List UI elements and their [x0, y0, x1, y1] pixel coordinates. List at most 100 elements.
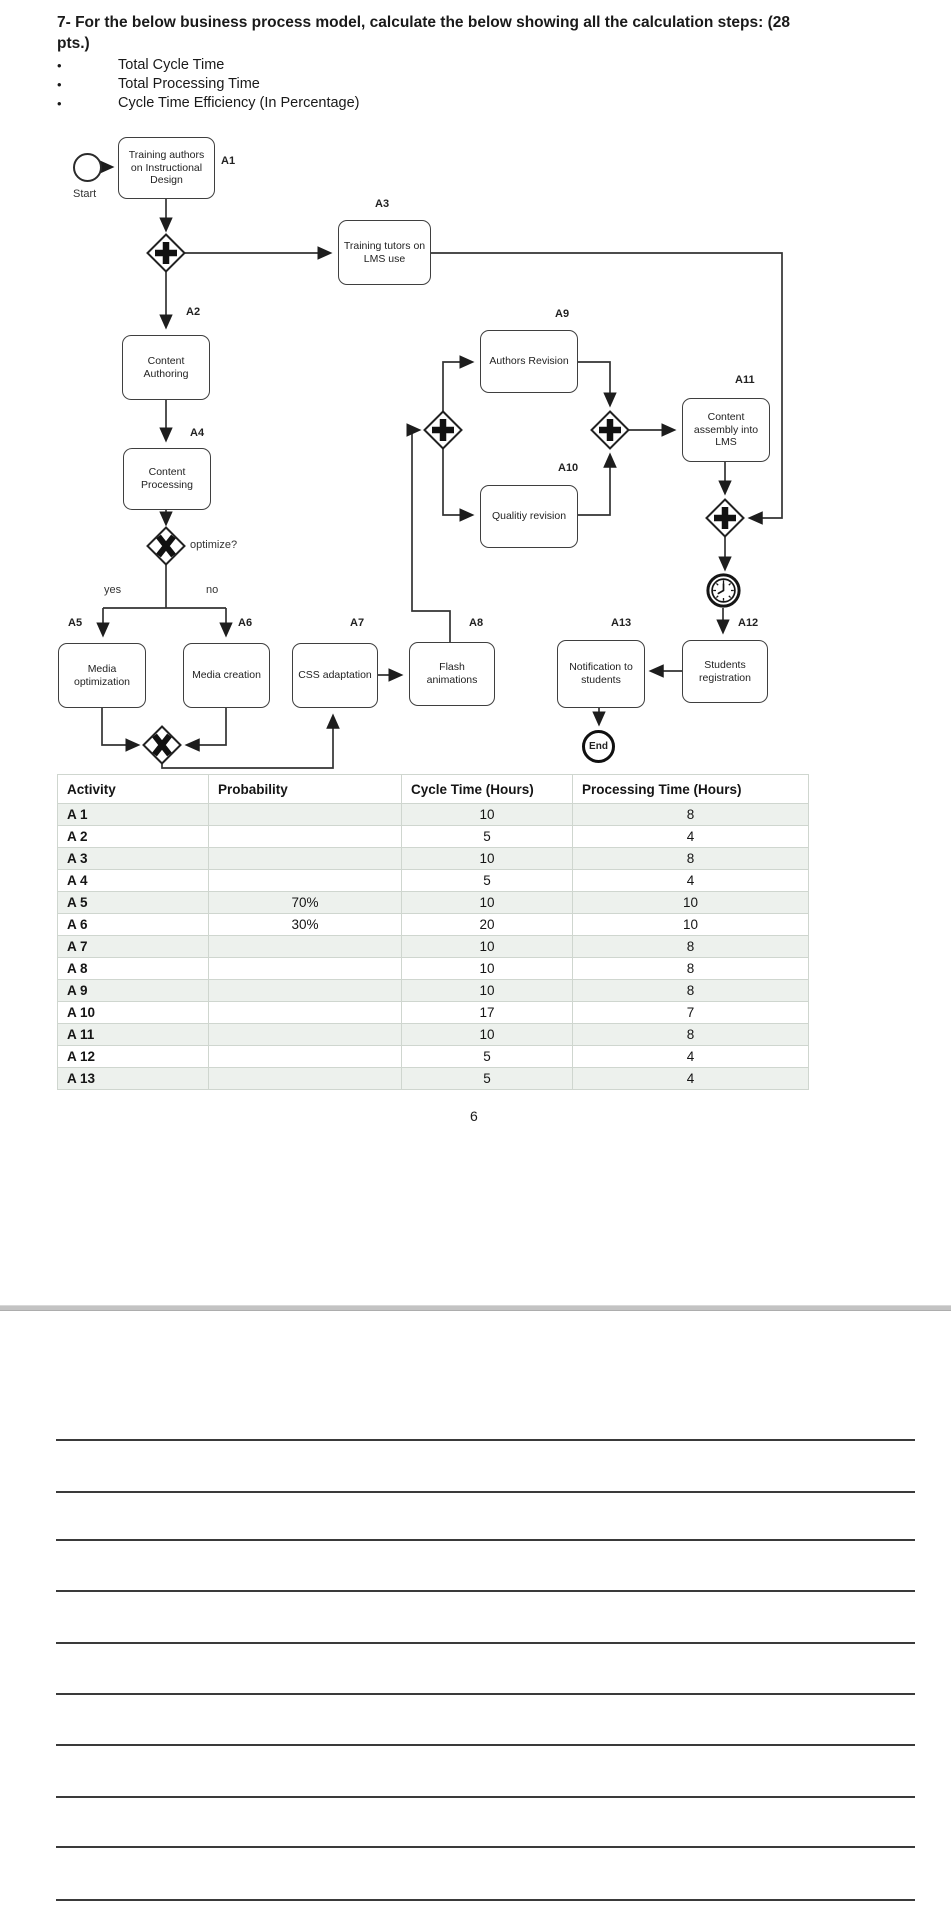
cell-activity: A 8 [57, 957, 209, 980]
cell-cycle: 17 [401, 1001, 573, 1024]
cell-probability [208, 1001, 402, 1024]
xor-gateway-icon [142, 725, 182, 765]
answer-line [56, 1796, 915, 1798]
cell-cycle: 10 [401, 957, 573, 980]
cell-processing: 10 [572, 913, 809, 936]
task-id-a13: A13 [611, 617, 632, 629]
cell-processing: 8 [572, 957, 809, 980]
col-header-activity: Activity [57, 774, 209, 804]
cell-processing: 4 [572, 825, 809, 848]
answer-line [56, 1744, 915, 1746]
cell-cycle: 10 [401, 847, 573, 870]
task-a8: Flash animations [409, 642, 495, 706]
cell-probability [208, 979, 402, 1002]
parallel-gateway-icon [423, 410, 463, 450]
cell-processing: 4 [572, 1067, 809, 1090]
cell-processing: 8 [572, 803, 809, 826]
task-a1: Training authors on Instructional Design [118, 137, 215, 199]
task-a6: Media creation [183, 643, 270, 708]
answer-line [56, 1846, 915, 1848]
bullet-label: Total Processing Time [118, 76, 260, 92]
cell-processing: 8 [572, 847, 809, 870]
cell-activity: A 4 [57, 869, 209, 892]
cell-probability: 30% [208, 913, 402, 936]
cell-activity: A 12 [57, 1045, 209, 1068]
cell-cycle: 5 [401, 869, 573, 892]
cell-activity: A 5 [57, 891, 209, 914]
cell-processing: 10 [572, 891, 809, 914]
task-id-a1: A1 [221, 155, 236, 167]
task-id-a10: A10 [558, 462, 579, 474]
task-a4: Content Processing [123, 448, 211, 510]
answer-line [56, 1642, 915, 1644]
task-id-a8: A8 [469, 617, 484, 629]
answer-line [56, 1539, 915, 1541]
cell-activity: A 9 [57, 979, 209, 1002]
cell-processing: 7 [572, 1001, 809, 1024]
table-row: A 4 5 4 [57, 869, 809, 892]
cell-cycle: 5 [401, 1045, 573, 1068]
cell-probability: 70% [208, 891, 402, 914]
cell-cycle: 10 [401, 891, 573, 914]
task-id-a9: A9 [555, 308, 570, 320]
bullet-icon: • [57, 58, 62, 73]
start-event-label: Start [73, 188, 97, 200]
cell-probability [208, 869, 402, 892]
task-a13: Notification to students [557, 640, 645, 708]
table-row: A 13 5 4 [57, 1067, 809, 1090]
cell-cycle: 10 [401, 1023, 573, 1046]
bullet-icon: • [57, 96, 62, 111]
cell-probability [208, 1067, 402, 1090]
task-a5: Media optimization [58, 643, 146, 708]
yes-branch-label: yes [104, 584, 122, 596]
cell-probability [208, 935, 402, 958]
table-row: A 9 10 8 [57, 979, 809, 1002]
table-row: A 1 10 8 [57, 803, 809, 826]
start-event-icon [73, 153, 102, 182]
cell-probability [208, 803, 402, 826]
answer-line [56, 1899, 915, 1901]
cell-processing: 8 [572, 979, 809, 1002]
task-a11: Content assembly into LMS [682, 398, 770, 462]
question-title-line1: 7- For the below business process model,… [57, 14, 790, 31]
task-id-a11: A11 [735, 374, 755, 386]
bullet-item: • Total Cycle Time [57, 57, 557, 76]
cell-probability [208, 1023, 402, 1046]
answer-line [56, 1590, 915, 1592]
question-title-line2: pts.) [57, 35, 90, 52]
parallel-gateway-icon [590, 410, 630, 450]
table-row: A 2 5 4 [57, 825, 809, 848]
task-id-a6: A6 [238, 617, 253, 629]
bullet-label: Total Cycle Time [118, 57, 225, 73]
task-id-a5: A5 [68, 617, 83, 629]
cell-processing: 8 [572, 935, 809, 958]
bullet-item: • Total Processing Time [57, 76, 557, 95]
task-a3: Training tutors on LMS use [338, 220, 431, 285]
bullet-label: Cycle Time Efficiency (In Percentage) [118, 95, 360, 111]
page-separator [0, 1305, 951, 1311]
table-row: A 8 10 8 [57, 957, 809, 980]
cell-processing: 4 [572, 869, 809, 892]
xor-gateway-icon [146, 526, 186, 566]
page-number: 6 [470, 1108, 478, 1124]
task-id-a3: A3 [375, 198, 390, 210]
bullet-item: • Cycle Time Efficiency (In Percentage) [57, 95, 557, 114]
cell-probability [208, 957, 402, 980]
answer-line [56, 1491, 915, 1493]
flow-connectors [96, 160, 783, 769]
question-title: 7- For the below business process model,… [57, 12, 937, 54]
cell-probability [208, 825, 402, 848]
task-id-a12: A12 [738, 617, 759, 629]
activity-table: Activity Probability Cycle Time (Hours) … [57, 774, 809, 1090]
no-branch-label: no [206, 584, 219, 596]
col-header-processing-time: Processing Time (Hours) [572, 774, 809, 804]
table-row: A 7 10 8 [57, 935, 809, 958]
cell-cycle: 20 [401, 913, 573, 936]
answer-line [56, 1439, 915, 1441]
cell-cycle: 5 [401, 1067, 573, 1090]
task-id-a2: A2 [186, 306, 201, 318]
cell-probability [208, 847, 402, 870]
cell-activity: A 3 [57, 847, 209, 870]
table-row: A 6 30% 20 10 [57, 913, 809, 936]
